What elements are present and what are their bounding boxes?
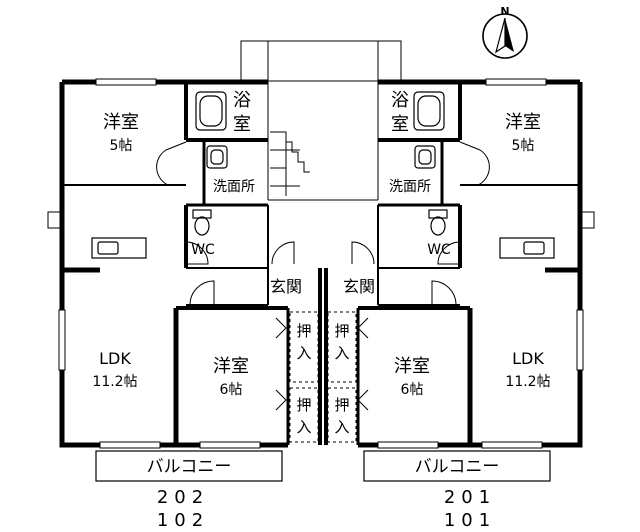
room-name-washroom-right: 洗面所 [389, 179, 431, 195]
balcony-label-right: バルコニー [415, 457, 500, 477]
closet-label-4b: 入 [334, 418, 349, 436]
closet-label-3b: 入 [334, 344, 349, 362]
balcony-right [363, 450, 551, 482]
stair-area [240, 40, 402, 201]
left-unit-walls [62, 82, 322, 445]
windows [58, 78, 584, 449]
kitchen-sink-icon [91, 237, 555, 259]
room-name-bedroom-small-right: 洋室 [505, 112, 541, 133]
unit-number-right-upper: 201 [444, 487, 496, 508]
closet-label-4a: 押 [334, 396, 349, 414]
closet-label-2a: 押 [296, 396, 311, 414]
balcony-left [95, 450, 283, 482]
room-name-bedroom-small-left: 洋室 [103, 112, 139, 133]
toilet-icon [192, 209, 448, 236]
unit-number-left-lower: 102 [157, 510, 209, 531]
room-name-bath-left-1: 浴 [233, 90, 251, 111]
room-size-ldk-left: 11.2帖 [92, 374, 137, 390]
room-name-ldk-left: LDK [99, 349, 131, 368]
room-size-bedroom-large-right: 6帖 [401, 382, 424, 398]
closet-label-1a: 押 [296, 322, 311, 340]
door-swings [47, 141, 595, 306]
room-size-bedroom-small-right: 5帖 [512, 138, 535, 154]
unit-number-right-lower: 101 [444, 510, 496, 531]
balcony-label-left: バルコニー [147, 457, 232, 477]
bathtub-icon [195, 91, 445, 131]
room-name-bedroom-large-left: 洋室 [213, 356, 249, 377]
unit-number-left-upper: 202 [157, 487, 209, 508]
room-name-bedroom-large-right: 洋室 [394, 356, 430, 377]
room-name-bath-left-2: 室 [233, 114, 251, 135]
closet-label-2b: 入 [296, 418, 311, 436]
room-name-ldk-right: LDK [512, 349, 544, 368]
closets [289, 311, 357, 443]
room-name-washroom-left: 洗面所 [213, 179, 255, 195]
closet-door-marks [275, 317, 369, 411]
room-name-wc-left: WC [191, 242, 215, 258]
closet-label-3a: 押 [334, 322, 349, 340]
room-name-bath-right-2: 室 [391, 114, 409, 135]
room-name-bath-right-1: 浴 [391, 90, 409, 111]
north-arrow-icon: N [482, 5, 528, 59]
right-unit-walls [324, 82, 580, 445]
washbasin-icon [206, 145, 436, 169]
room-size-ldk-right: 11.2帖 [505, 374, 550, 390]
compass-north-label: N [500, 5, 509, 18]
room-name-entrance-right: 玄関 [343, 277, 375, 296]
room-name-wc-right: WC [427, 242, 451, 258]
room-name-entrance-left: 玄関 [270, 277, 302, 296]
room-size-bedroom-small-left: 5帖 [110, 138, 133, 154]
room-size-bedroom-large-left: 6帖 [220, 382, 243, 398]
closet-label-1b: 入 [296, 344, 311, 362]
